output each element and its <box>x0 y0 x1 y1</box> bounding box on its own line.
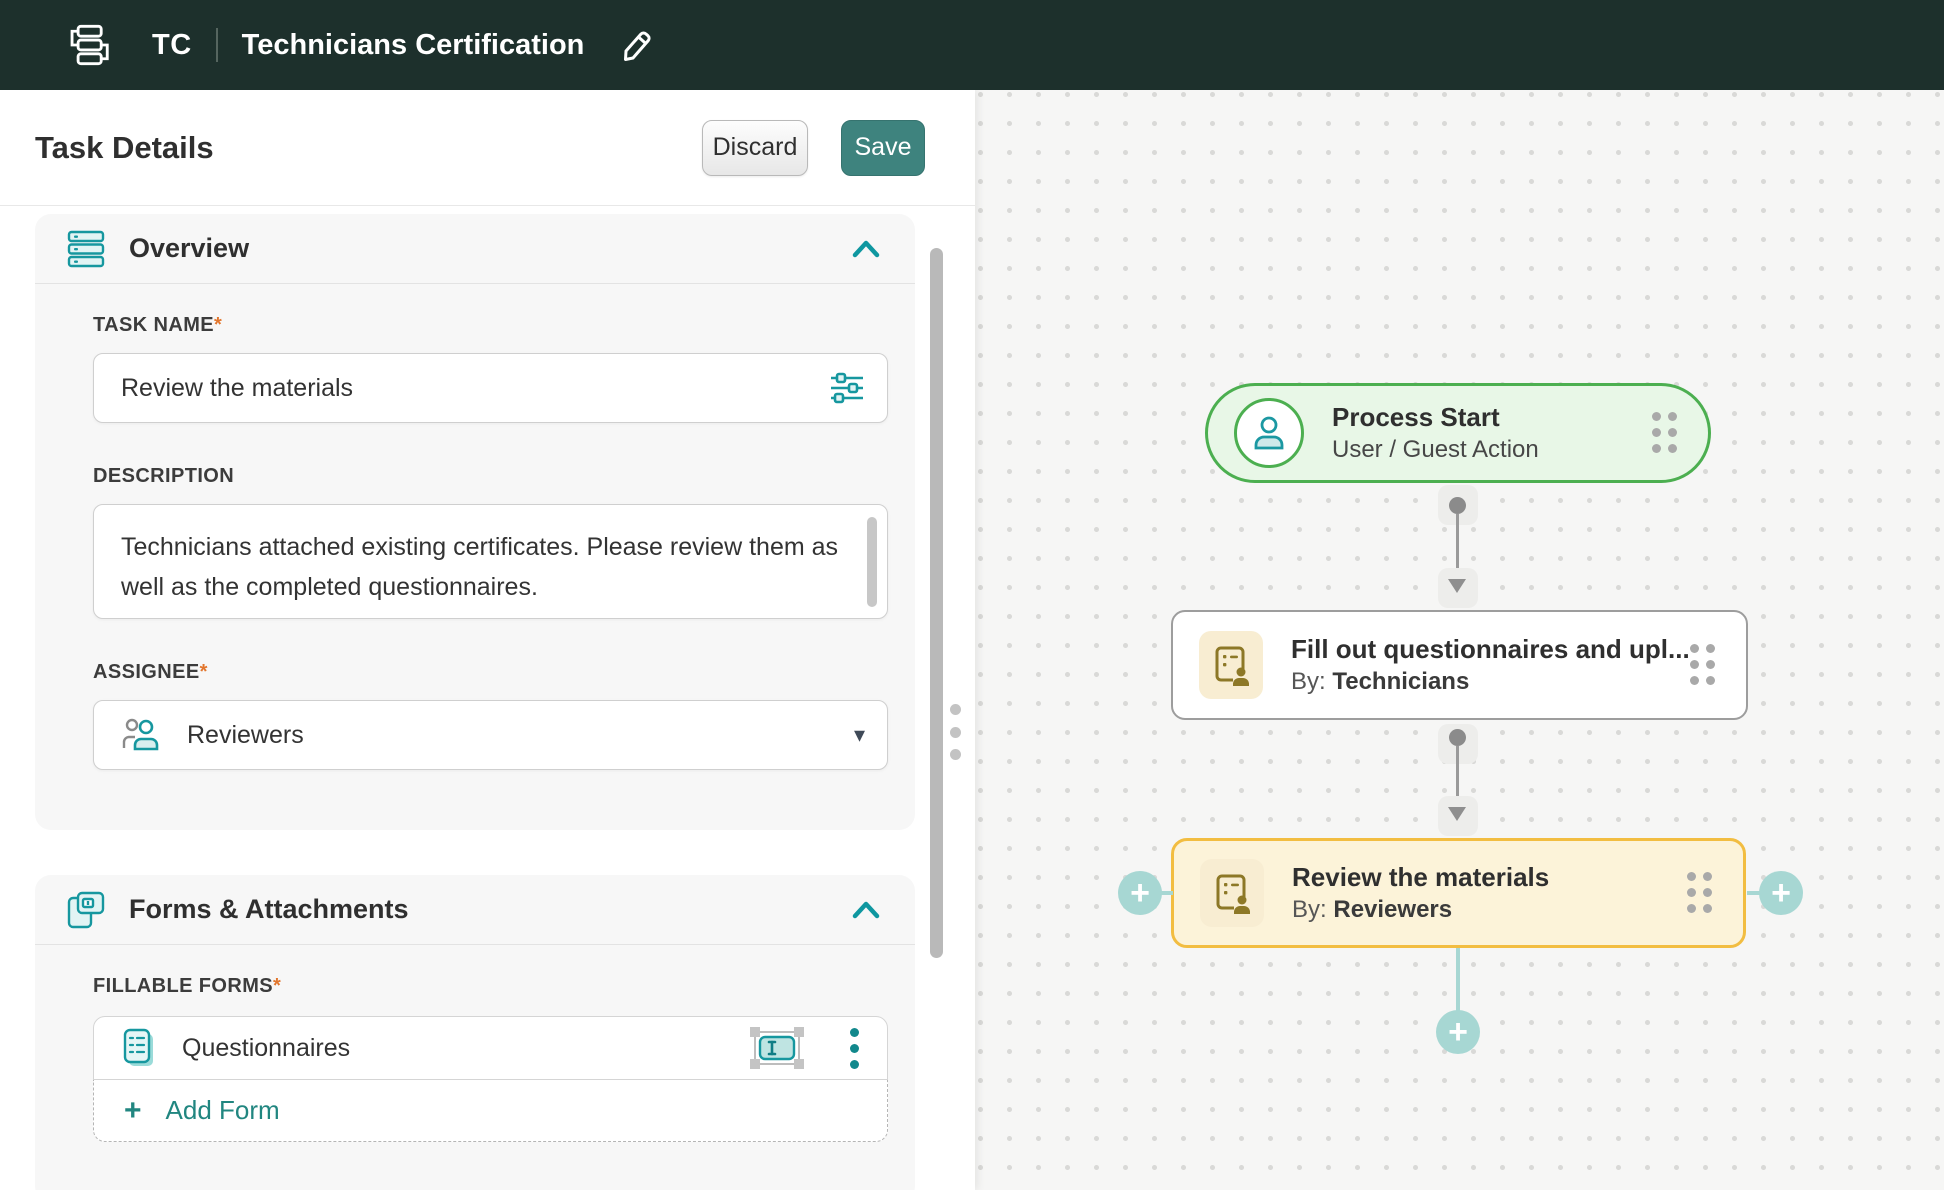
process-initials: TC <box>152 29 192 62</box>
overview-section-header[interactable]: Overview <box>35 214 915 284</box>
dropdown-caret-icon[interactable]: ▾ <box>854 722 865 748</box>
workflow-logo-icon <box>66 22 110 68</box>
questionnaire-form-icon <box>121 1028 157 1068</box>
required-asterisk: * <box>214 314 222 336</box>
panel-resize-handle[interactable] <box>950 704 964 760</box>
app-header: TC Technicians Certification <box>0 0 1944 90</box>
task-form-icon <box>1200 859 1264 927</box>
forms-collapse-chevron-icon[interactable] <box>851 899 881 921</box>
node-fill-out-questionnaires[interactable]: Fill out questionnaires and upl... By: T… <box>1171 610 1748 720</box>
assignee-label-text: ASSIGNEE <box>93 661 200 683</box>
form-options-kebab-icon[interactable] <box>842 1024 867 1073</box>
workflow-canvas[interactable]: Process Start User / Guest Action <box>975 90 1944 1190</box>
fillable-forms-label: FILLABLE FORMS* <box>93 975 888 998</box>
panel-scrollbar[interactable] <box>930 248 943 958</box>
connector-arrowhead <box>1448 579 1466 593</box>
edit-title-button[interactable] <box>614 23 658 67</box>
plus-icon: + <box>124 1096 142 1126</box>
person-icon <box>1249 413 1289 453</box>
node-drag-handle-icon[interactable] <box>1652 412 1678 454</box>
add-form-button[interactable]: + Add Form <box>93 1080 888 1142</box>
assignee-value: Reviewers <box>187 721 854 750</box>
assignee-dropdown[interactable]: Reviewers ▾ <box>93 700 888 770</box>
add-form-label: Add Form <box>166 1095 280 1126</box>
node-review-the-materials[interactable]: Review the materials By: Reviewers <box>1171 838 1746 948</box>
overview-section: Overview TASK NAME* Review the materials <box>35 214 915 830</box>
description-textarea[interactable]: Technicians attached existing certificat… <box>93 504 888 619</box>
by-name: Technicians <box>1332 668 1469 695</box>
overview-collapse-chevron-icon[interactable] <box>851 238 881 260</box>
save-button[interactable]: Save <box>841 120 925 176</box>
description-scrollbar[interactable] <box>867 517 877 607</box>
panel-body: Overview TASK NAME* Review the materials <box>0 206 975 1190</box>
node-title: Fill out questionnaires and upl... <box>1291 632 1690 666</box>
by-label: By: <box>1291 668 1326 695</box>
task-name-label: TASK NAME* <box>93 314 888 337</box>
task-name-label-text: TASK NAME <box>93 314 214 336</box>
form-name: Questionnaires <box>182 1034 748 1063</box>
panel-header: Task Details Discard Save <box>0 90 975 206</box>
by-label: By: <box>1292 896 1327 923</box>
overview-stack-icon <box>65 228 107 270</box>
form-list-item[interactable]: Questionnaires <box>93 1016 888 1080</box>
description-label-text: DESCRIPTION <box>93 465 234 487</box>
add-node-bottom-button[interactable]: + <box>1436 1010 1480 1054</box>
by-name: Reviewers <box>1333 896 1452 923</box>
fillable-forms-list: Questionnaires <box>93 1016 888 1142</box>
header-divider <box>216 28 218 62</box>
forms-copy-icon <box>65 889 107 931</box>
task-form-icon <box>1199 631 1263 699</box>
process-title: Technicians Certification <box>242 29 585 62</box>
forms-section-title: Forms & Attachments <box>129 894 851 925</box>
node-assignee-line: By: Technicians <box>1291 666 1690 698</box>
forms-attachments-section: Forms & Attachments FILLABLE FORMS* <box>35 875 915 1190</box>
people-group-icon <box>121 718 161 752</box>
task-name-input[interactable]: Review the materials <box>93 353 888 423</box>
required-asterisk: * <box>273 975 281 997</box>
panel-title: Task Details <box>35 130 702 166</box>
description-label: DESCRIPTION <box>93 465 888 488</box>
task-details-panel: Task Details Discard Save <box>0 90 975 1190</box>
add-node-right-button[interactable]: + <box>1759 871 1803 915</box>
plus-stub <box>1456 948 1460 1012</box>
required-asterisk: * <box>200 661 208 683</box>
overview-section-body: TASK NAME* Review the materials <box>35 284 915 830</box>
node-title: Process Start <box>1332 400 1539 434</box>
node-drag-handle-icon[interactable] <box>1690 644 1716 686</box>
discard-button[interactable]: Discard <box>702 120 808 176</box>
connector-start-dot[interactable] <box>1449 497 1466 514</box>
task-name-value: Review the materials <box>121 374 829 403</box>
forms-section-body: FILLABLE FORMS* Questi <box>35 945 915 1190</box>
forms-section-header[interactable]: Forms & Attachments <box>35 875 915 945</box>
add-node-left-button[interactable]: + <box>1118 871 1162 915</box>
field-settings-sliders-icon[interactable] <box>829 371 865 405</box>
connector-arrowhead <box>1448 807 1466 821</box>
node-drag-handle-icon[interactable] <box>1687 872 1713 914</box>
node-title: Review the materials <box>1292 860 1549 894</box>
fillable-forms-label-text: FILLABLE FORMS <box>93 975 273 997</box>
node-process-start[interactable]: Process Start User / Guest Action <box>1205 383 1711 483</box>
connector-start-dot[interactable] <box>1449 729 1466 746</box>
assignee-label: ASSIGNEE* <box>93 661 888 684</box>
node-subtitle: User / Guest Action <box>1332 434 1539 466</box>
selected-input-field-icon[interactable] <box>748 1025 806 1071</box>
pencil-icon <box>616 25 656 65</box>
user-avatar-circle <box>1234 398 1304 468</box>
node-assignee-line: By: Reviewers <box>1292 894 1549 926</box>
overview-section-title: Overview <box>129 233 851 264</box>
description-value: Technicians attached existing certificat… <box>121 527 841 607</box>
